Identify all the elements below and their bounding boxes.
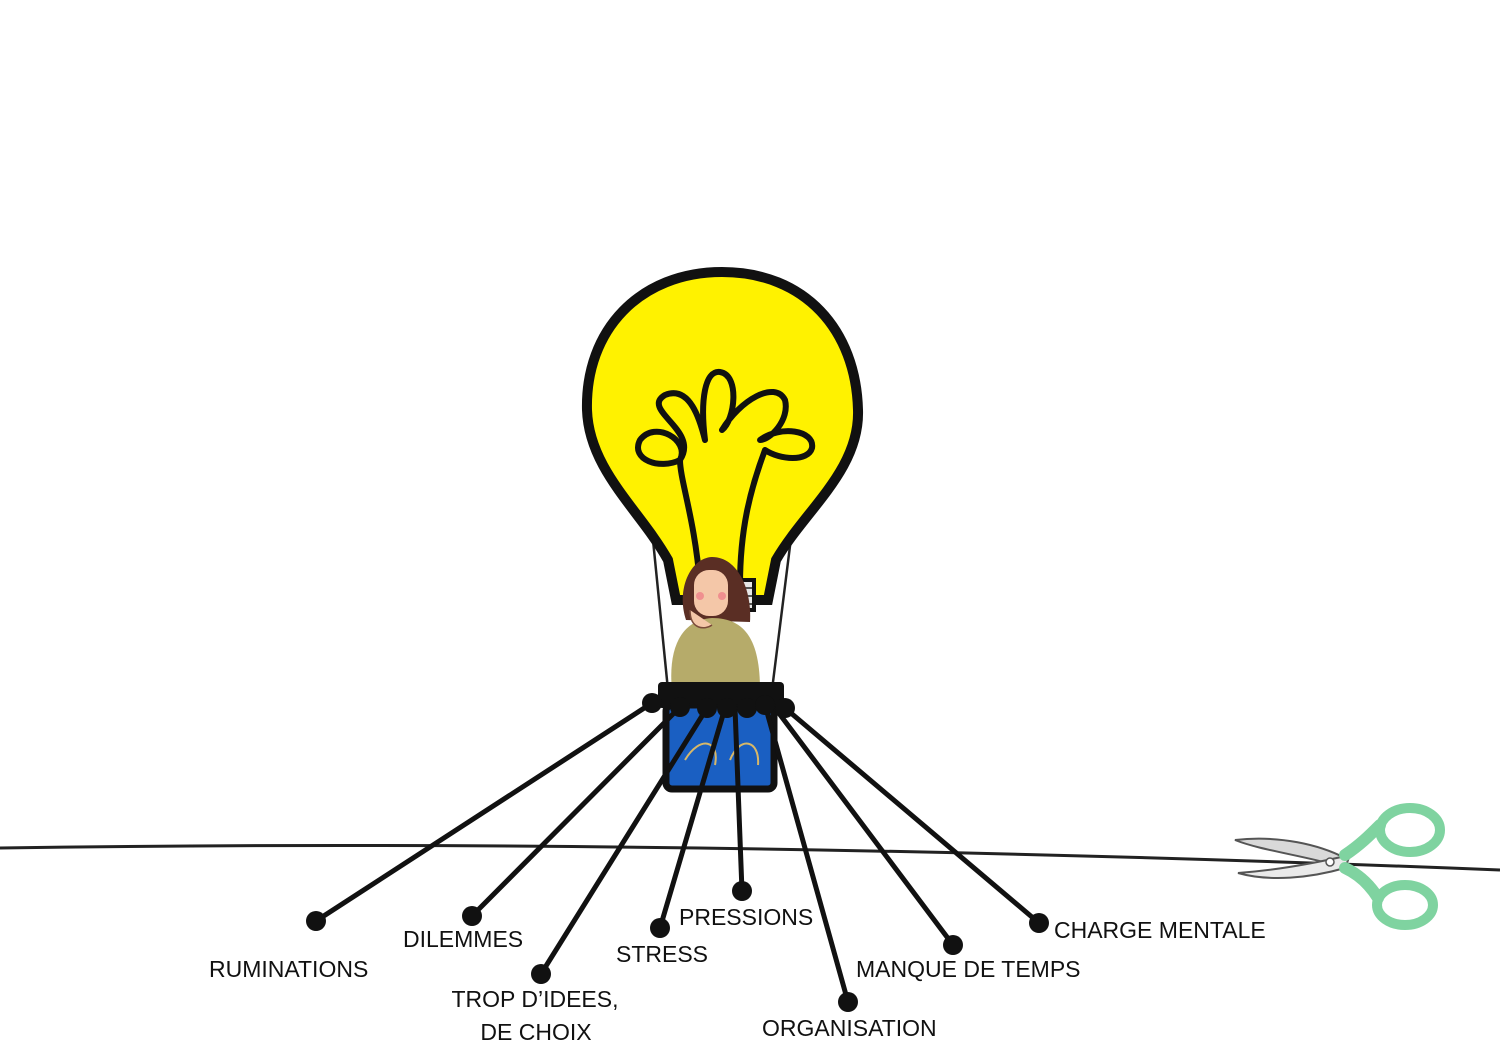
label-dilemmes: DILEMMES: [403, 926, 523, 952]
label-de-choix: DE CHOIX: [480, 1019, 591, 1045]
scissors-icon: [1234, 803, 1445, 930]
horizon-line: [0, 844, 1500, 872]
label-organisation: ORGANISATION: [762, 1015, 937, 1041]
string-end-dots: [306, 693, 1049, 1012]
label-charge-mentale: CHARGE MENTALE: [1054, 917, 1266, 943]
label-ruminations: RUMINATIONS: [209, 956, 368, 982]
label-pressions: PRESSIONS: [679, 904, 813, 930]
rope-left: [650, 529, 670, 691]
label-stress: STRESS: [616, 941, 708, 967]
strings: [313, 700, 1042, 1005]
rope-right: [770, 529, 794, 691]
worried-woman-figure: [671, 557, 760, 690]
label-manque-de-temps: MANQUE DE TEMPS: [856, 956, 1081, 982]
label-trop-idees: TROP D’IDEES,: [452, 986, 619, 1012]
